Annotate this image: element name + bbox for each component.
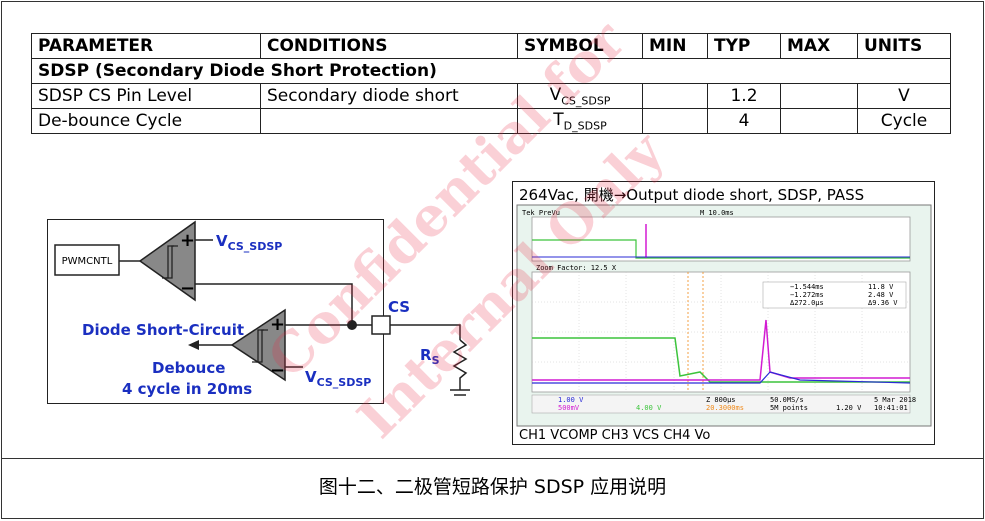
pwm-label: PWMCNTL xyxy=(62,256,113,267)
scope-footer: CH1 VCOMP CH3 VCS CH4 Vo xyxy=(519,428,711,443)
diode-label: Diode Short-Circuit xyxy=(82,321,244,339)
header-conditions: CONDITIONS xyxy=(260,33,518,59)
section-title: SDSP (Secondary Diode Short Protection) xyxy=(31,58,951,84)
svg-text:−1.544ms: −1.544ms xyxy=(790,283,824,291)
scope-title: 264Vac, 開機→Output diode short, SDSP, PAS… xyxy=(519,186,865,204)
scope-date: 5 Mar 2018 xyxy=(874,396,916,404)
section-row: SDSP (Secondary Diode Short Protection) xyxy=(31,58,951,84)
overview-ch3 xyxy=(532,239,910,259)
debounce-line1: Debouce xyxy=(152,359,225,377)
junction-dot xyxy=(347,320,357,330)
ch3-scale: 4.00 V xyxy=(636,404,662,412)
spec-table: PARAMETER CONDITIONS SYMBOL MIN TYP MAX … xyxy=(31,33,951,134)
pwm-box xyxy=(54,244,120,276)
figure-caption: 图十二、二极管短路保护 SDSP 应用说明 xyxy=(318,476,667,498)
caption-divider xyxy=(1,458,984,459)
cell-typ: 4 xyxy=(707,108,781,134)
trace-ch4 xyxy=(532,319,910,381)
header-units: UNITS xyxy=(857,33,951,59)
bottom-plus: + xyxy=(270,314,285,335)
scope-time: 10:41:01 xyxy=(874,404,908,412)
cell-max xyxy=(780,83,858,109)
sample-rate: 50.0MS/s xyxy=(770,396,804,404)
trace-ch3 xyxy=(532,337,910,383)
svg-text:Δ9.36 V: Δ9.36 V xyxy=(868,299,898,307)
timebase-label: M 10.0ms xyxy=(700,209,734,217)
top-plus: + xyxy=(180,230,195,251)
zoom-label: Zoom Factor: 12.5 X xyxy=(536,264,617,272)
vcs-label-top: VCS_SDSP xyxy=(216,232,282,253)
svg-text:2.48 V: 2.48 V xyxy=(868,291,894,299)
cell-symbol: TD_SDSP xyxy=(517,108,643,134)
cell-symbol: VCS_SDSP xyxy=(517,83,643,109)
symbol-main: T xyxy=(553,109,564,130)
trig-label: Tek PreVu xyxy=(522,209,560,217)
zoom-time: Z 800μs xyxy=(706,396,736,404)
table-row: SDSP CS Pin Level Secondary diode short … xyxy=(31,83,951,109)
svg-text:Δ272.0μs: Δ272.0μs xyxy=(790,299,824,307)
bottom-minus: − xyxy=(270,360,285,381)
trace-ch1 xyxy=(532,371,911,384)
rs-label: RS xyxy=(420,346,440,367)
record-points: 5M points xyxy=(770,404,808,412)
cs-label: CS xyxy=(388,298,410,316)
circuit-diagram xyxy=(47,219,384,404)
svg-text:−1.272ms: −1.272ms xyxy=(790,291,824,299)
symbol-sub: CS_SDSP xyxy=(561,94,611,108)
cell-unit: Cycle xyxy=(857,108,951,134)
rs-resistor xyxy=(452,339,468,390)
cell-param: De-bounce Cycle xyxy=(31,108,261,134)
cell-max xyxy=(780,108,858,134)
top-minus: − xyxy=(180,278,195,299)
debounce-line2: 4 cycle in 20ms xyxy=(122,380,252,398)
zoom-ref: 20.3000ms xyxy=(706,404,744,412)
svg-text:11.8 V: 11.8 V xyxy=(868,283,894,291)
cell-cond xyxy=(260,108,518,134)
symbol-main: V xyxy=(549,84,562,105)
cursor-box xyxy=(762,281,907,309)
symbol-sub: D_SDSP xyxy=(563,119,607,133)
ch1-scale: 1.00 V xyxy=(558,396,584,404)
table-header-row: PARAMETER CONDITIONS SYMBOL MIN TYP MAX … xyxy=(31,33,951,59)
cell-param: SDSP CS Pin Level xyxy=(31,83,261,109)
trigger-level: 1.20 V xyxy=(836,404,862,412)
ch2-scale: 500mV xyxy=(558,404,580,412)
vcs-label-bottom: VCS_SDSP xyxy=(305,368,371,389)
table-row: De-bounce Cycle TD_SDSP 4 Cycle xyxy=(31,108,951,134)
